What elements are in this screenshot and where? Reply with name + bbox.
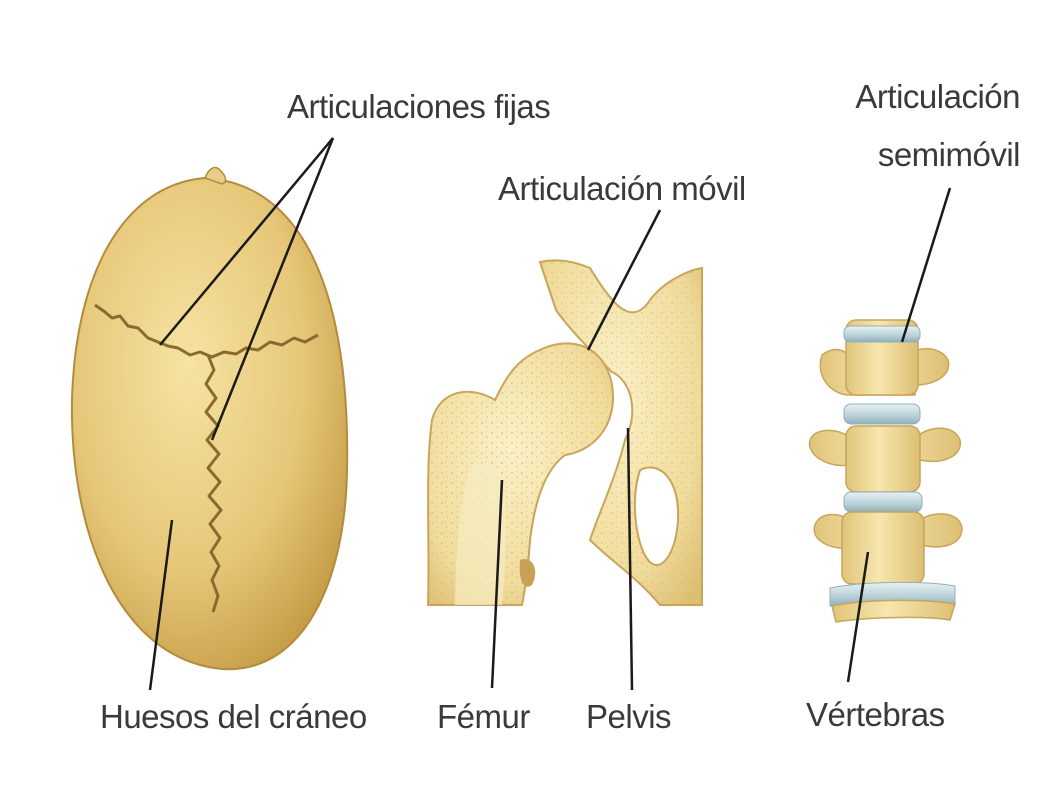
leader-line	[148, 519, 174, 691]
label-semi-movable-line2: semimóvil	[877, 136, 1021, 173]
label-femur: Fémur	[437, 698, 530, 735]
vertebra	[819, 319, 950, 396]
skull-top-view	[70, 166, 349, 671]
leader-line	[900, 187, 952, 343]
label-vertebrae: Vértebras	[806, 696, 945, 733]
label-movable-joint: Articulación móvil	[498, 170, 746, 207]
intervertebral-disc	[843, 491, 923, 513]
leader-line	[210, 137, 335, 441]
leader-line	[490, 479, 504, 689]
label-fixed-joints: Articulaciones fijas	[287, 88, 551, 125]
hip-joint	[426, 259, 703, 606]
leader-line	[626, 427, 634, 691]
label-pelvis: Pelvis	[586, 698, 672, 735]
leader-line	[159, 137, 334, 346]
label-skull-bones: Huesos del cráneo	[100, 698, 367, 735]
vertebra	[813, 511, 963, 585]
intervertebral-disc	[843, 403, 921, 425]
leader-line	[586, 209, 662, 351]
label-semi-movable-line1: Articulación	[855, 78, 1020, 115]
vertebra	[808, 425, 961, 493]
leader-line	[846, 551, 870, 683]
intervertebral-disc	[843, 325, 921, 343]
vertebral-column	[808, 319, 963, 623]
leader-lines	[148, 137, 952, 691]
